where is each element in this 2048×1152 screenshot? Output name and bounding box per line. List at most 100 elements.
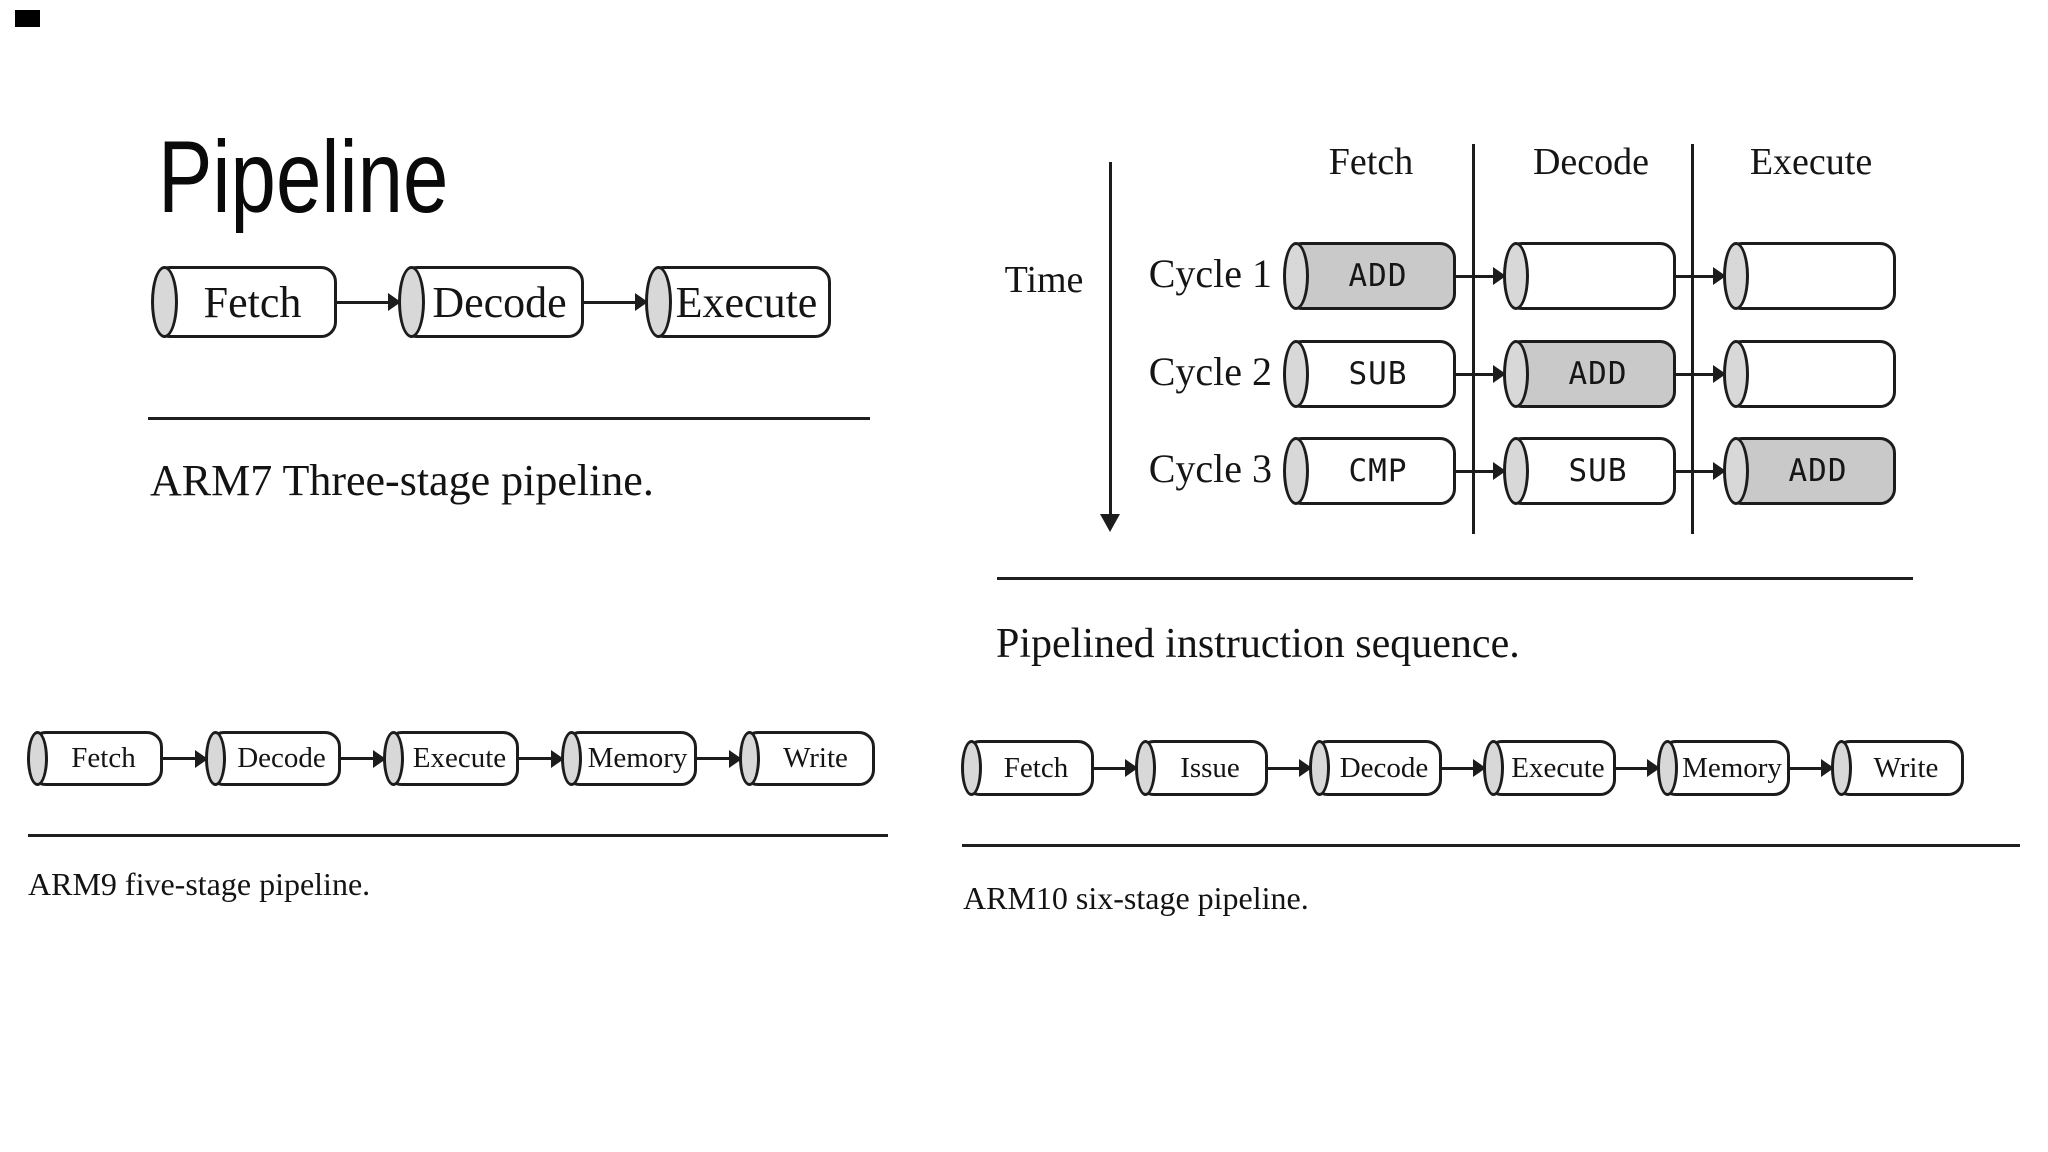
flow-arrow-icon bbox=[1442, 759, 1486, 777]
cylinder-cap-icon bbox=[739, 731, 760, 786]
flow-arrow-icon bbox=[1790, 759, 1834, 777]
cylinder-cap-icon bbox=[645, 266, 672, 338]
stage-cylinder: Fetch bbox=[27, 731, 163, 786]
arm10-pipeline-row: Fetch Issue Decode Execute Memory Write bbox=[961, 740, 1964, 796]
flow-arrow-icon bbox=[1676, 365, 1726, 383]
cylinder-cap-icon bbox=[1483, 740, 1504, 796]
stage-cylinder bbox=[1503, 242, 1676, 310]
flow-arrow-icon bbox=[1094, 759, 1138, 777]
instruction-label: SUB bbox=[1348, 356, 1408, 392]
stage-cylinder: Fetch bbox=[151, 266, 337, 338]
cylinder-cap-icon bbox=[1309, 740, 1330, 796]
flow-arrow-icon bbox=[341, 749, 386, 768]
stage-label: Decode bbox=[1339, 751, 1429, 784]
stage-cylinder: ADD bbox=[1503, 340, 1676, 408]
column-separator-line bbox=[1691, 144, 1694, 534]
stage-label: Decode bbox=[432, 277, 567, 327]
stage-cylinder: CMP bbox=[1283, 437, 1456, 505]
stage-label: Write bbox=[783, 742, 848, 774]
stage-cylinder: ADD bbox=[1283, 242, 1456, 310]
arm9-caption: ARM9 five-stage pipeline. bbox=[28, 866, 371, 902]
stage-label: Fetch bbox=[203, 277, 302, 327]
flow-arrow-icon bbox=[1456, 365, 1506, 383]
cylinder-cap-icon bbox=[1657, 740, 1678, 796]
cylinder-cap-icon bbox=[1723, 437, 1749, 505]
flow-arrow-icon bbox=[697, 749, 742, 768]
stage-cylinder: Issue bbox=[1135, 740, 1268, 796]
stage-cylinder: ADD bbox=[1723, 437, 1896, 505]
sequence-divider bbox=[997, 577, 1913, 580]
time-axis-line bbox=[1109, 162, 1112, 516]
time-axis-label: Time bbox=[1004, 259, 1084, 301]
column-header: Decode bbox=[1532, 141, 1650, 183]
flow-arrow-icon bbox=[163, 749, 208, 768]
stage-label: Memory bbox=[587, 742, 688, 774]
column-separator-line bbox=[1472, 144, 1475, 534]
stage-cylinder: Memory bbox=[1657, 740, 1790, 796]
stage-label: Write bbox=[1873, 751, 1939, 784]
stage-cylinder: Write bbox=[739, 731, 875, 786]
flow-arrow-icon bbox=[1616, 759, 1660, 777]
stage-cylinder: SUB bbox=[1503, 437, 1676, 505]
cylinder-cap-icon bbox=[1723, 340, 1749, 408]
cylinder-cap-icon bbox=[151, 266, 178, 338]
cylinder-cap-icon bbox=[205, 731, 226, 786]
stage-label: Execute bbox=[412, 742, 507, 774]
cylinder-cap-icon bbox=[27, 731, 48, 786]
instruction-label: CMP bbox=[1348, 453, 1408, 489]
cylinder-cap-icon bbox=[561, 731, 582, 786]
stage-cylinder: Decode bbox=[398, 266, 584, 338]
flow-arrow-icon bbox=[1676, 267, 1726, 285]
stage-label: Memory bbox=[1682, 751, 1782, 784]
cylinder-cap-icon bbox=[1723, 242, 1749, 310]
instruction-label: ADD bbox=[1788, 453, 1848, 489]
arm9-divider bbox=[28, 834, 888, 837]
cylinder-cap-icon bbox=[1831, 740, 1852, 796]
stage-label: Fetch bbox=[71, 742, 136, 774]
sequence-caption: Pipelined instruction sequence. bbox=[996, 621, 1520, 667]
cycle-label: Cycle 3 bbox=[1148, 446, 1272, 491]
arm7-divider bbox=[148, 417, 870, 420]
stage-label: Execute bbox=[675, 277, 818, 327]
time-axis-arrowhead-icon bbox=[1100, 514, 1120, 532]
stage-cylinder bbox=[1723, 340, 1896, 408]
stage-cylinder: SUB bbox=[1283, 340, 1456, 408]
stage-cylinder: Decode bbox=[1309, 740, 1442, 796]
column-header: Execute bbox=[1749, 141, 1873, 183]
instruction-label: SUB bbox=[1568, 453, 1628, 489]
stage-cylinder: Memory bbox=[561, 731, 697, 786]
stage-cylinder: Execute bbox=[1483, 740, 1616, 796]
cycle-label: Cycle 1 bbox=[1148, 251, 1272, 296]
flow-arrow-icon bbox=[1456, 462, 1506, 480]
cycle-label: Cycle 2 bbox=[1148, 349, 1272, 394]
arm10-divider bbox=[962, 844, 2020, 847]
corner-artifact bbox=[15, 10, 40, 27]
stage-label: Issue bbox=[1180, 751, 1240, 784]
stage-cylinder: Fetch bbox=[961, 740, 1094, 796]
arm7-caption: ARM7 Three-stage pipeline. bbox=[150, 456, 654, 505]
stage-label: Execute bbox=[1511, 751, 1605, 784]
cylinder-cap-icon bbox=[1503, 437, 1529, 505]
stage-cylinder: Decode bbox=[205, 731, 341, 786]
stage-cylinder: Execute bbox=[645, 266, 831, 338]
cylinder-cap-icon bbox=[1135, 740, 1156, 796]
cylinder-cap-icon bbox=[1503, 242, 1529, 310]
instruction-label: ADD bbox=[1348, 258, 1408, 294]
cylinder-cap-icon bbox=[1503, 340, 1529, 408]
slide-title: Pipeline bbox=[158, 120, 449, 234]
stage-cylinder: Execute bbox=[383, 731, 519, 786]
stage-cylinder bbox=[1723, 242, 1896, 310]
column-header: Fetch bbox=[1328, 141, 1414, 183]
instruction-label: ADD bbox=[1568, 356, 1628, 392]
stage-label: Decode bbox=[237, 742, 326, 774]
cylinder-cap-icon bbox=[1283, 242, 1309, 310]
flow-arrow-icon bbox=[1676, 462, 1726, 480]
arm9-pipeline-row: Fetch Decode Execute Memory Write bbox=[27, 731, 875, 786]
cylinder-cap-icon bbox=[398, 266, 425, 338]
flow-arrow-icon bbox=[1268, 759, 1312, 777]
arm10-caption: ARM10 six-stage pipeline. bbox=[963, 880, 1309, 916]
flow-arrow-icon bbox=[519, 749, 564, 768]
cylinder-cap-icon bbox=[383, 731, 404, 786]
